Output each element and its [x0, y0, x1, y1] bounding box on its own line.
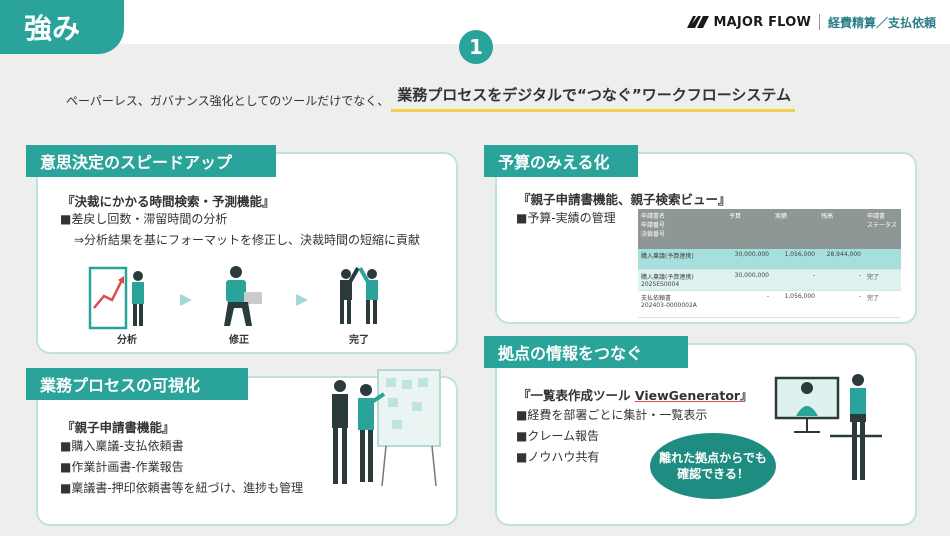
table-cell-name: 購入稟議(予算連携) — [641, 253, 694, 260]
table-row[interactable]: 購入稟議(予算連携)2025ES0004 30,000,000 - - 完了 — [638, 269, 901, 291]
decision-bullet-2: ⇒分析結果を基にフォーマットを修正し、決裁時間の短縮に貢献 — [74, 233, 421, 247]
brand-area: MAJOR FLOW 経費精算／支払依頼 — [687, 12, 936, 32]
table-cell-actual: 1,056,000 — [772, 249, 818, 270]
budget-table: 申請書名 申請番号 決裁番号 予算 実績 残高 申請書 ステータス 購入稟議(予… — [638, 209, 901, 318]
step-arrow-icon — [180, 294, 192, 306]
callout-bubble: 離れた拠点からでも 確認できる！ — [650, 433, 776, 499]
label-decision: 意思決定のスピードアップ — [26, 145, 276, 177]
sites-bullet-1: ■経費を部署ごとに集計・一覧表示 — [516, 408, 708, 422]
table-cell-actual: - — [772, 269, 818, 291]
table-header: 残高 — [818, 209, 864, 249]
brand-logo: MAJOR FLOW — [687, 15, 811, 30]
table-cell-budget: 30,000,000 — [726, 269, 772, 291]
brand-subtitle: 経費精算／支払依頼 — [827, 15, 936, 30]
sites-feature: 『一覧表作成ツール ViewGenerator』 — [518, 385, 753, 404]
process-bullet-3: ■稟議書-押印依頼書等を紐づけ、進捗も管理 — [60, 481, 304, 495]
label-budget: 予算のみえる化 — [484, 145, 638, 177]
table-cell-number: 2025ES0004 — [641, 281, 680, 288]
table-cell-number: 202403-0000002A — [641, 302, 697, 309]
sites-bullet-2: ■クレーム報告 — [516, 429, 599, 443]
table-header: 実績 — [772, 209, 818, 249]
done-illustration — [340, 267, 378, 324]
intro-highlight: 業務プロセスをデジタルで“つなぐ”ワークフローシステム — [391, 84, 795, 112]
whiteboard-illustration — [332, 369, 441, 487]
intro-line: ペーパーレス、ガバナンス強化としてのツールだけでなく、 業務プロセスをデジタルで… — [66, 86, 795, 112]
table-cell-name: 支払依頼書 — [641, 295, 672, 302]
process-bullet-1: ■購入稟議-支払依頼書 — [60, 439, 184, 453]
step-label-analysis: 分析 — [117, 335, 137, 346]
table-cell-status — [864, 249, 901, 270]
step-label-fix: 修正 — [229, 335, 249, 346]
sites-bullet-3: ■ノウハウ共有 — [516, 450, 600, 464]
budget-bullet-1: ■予算-実績の管理 — [516, 211, 616, 225]
sites-feature-pre: 『一覧表作成ツール — [518, 388, 635, 403]
process-feature: 『親子申請書機能』 — [62, 420, 175, 435]
intro-lead: ペーパーレス、ガバナンス強化としてのツールだけでなく、 — [66, 94, 390, 108]
table-header: 申請書 ステータス — [864, 209, 901, 249]
step-label-done: 完了 — [349, 335, 369, 346]
sites-feature-tool: ViewGenerator — [634, 388, 741, 403]
decision-feature: 『決裁にかかる時間検索・予測機能』 — [62, 194, 275, 209]
table-cell-name: 購入稟議(予算連携) — [641, 274, 694, 281]
remote-meeting-illustration — [774, 374, 882, 480]
label-sites: 拠点の情報をつなぐ — [484, 336, 688, 368]
table-cell-budget: 30,000,000 — [726, 249, 772, 270]
flow-logo-icon — [687, 16, 710, 28]
decision-bullet-1: ■差戻し回数・滞留時間の分析 — [60, 212, 228, 226]
table-cell-remain: - — [818, 269, 864, 291]
table-cell-status: 完了 — [864, 290, 901, 318]
table-cell-remain: 28,944,000 — [818, 249, 864, 270]
fix-illustration — [224, 266, 262, 326]
brand-name: MAJOR FLOW — [713, 14, 811, 30]
step-arrow-icon — [296, 294, 308, 306]
table-header: 予算 — [726, 209, 772, 249]
sites-feature-post: 』 — [740, 388, 753, 403]
table-cell-remain: - — [818, 290, 864, 318]
callout-line-1: 離れた拠点からでも — [659, 450, 767, 465]
table-cell-budget: - — [726, 290, 772, 318]
brand-divider — [818, 14, 820, 30]
label-process: 業務プロセスの可視化 — [26, 368, 248, 400]
callout-line-2: 確認できる！ — [677, 467, 749, 481]
budget-feature: 『親子申請書機能、親子検索ビュー』 — [518, 192, 731, 207]
process-bullet-2: ■作業計画書-作業報告 — [60, 460, 184, 474]
analysis-illustration — [88, 266, 144, 330]
table-cell-status: 完了 — [864, 269, 901, 291]
table-header: 申請書名 申請番号 決裁番号 — [638, 209, 726, 249]
table-row[interactable]: 購入稟議(予算連携) 30,000,000 1,056,000 28,944,0… — [638, 249, 901, 270]
page-title: 強み — [0, 0, 124, 54]
table-cell-actual: 1,056,000 — [772, 290, 818, 318]
section-number-badge: 1 — [459, 30, 493, 64]
